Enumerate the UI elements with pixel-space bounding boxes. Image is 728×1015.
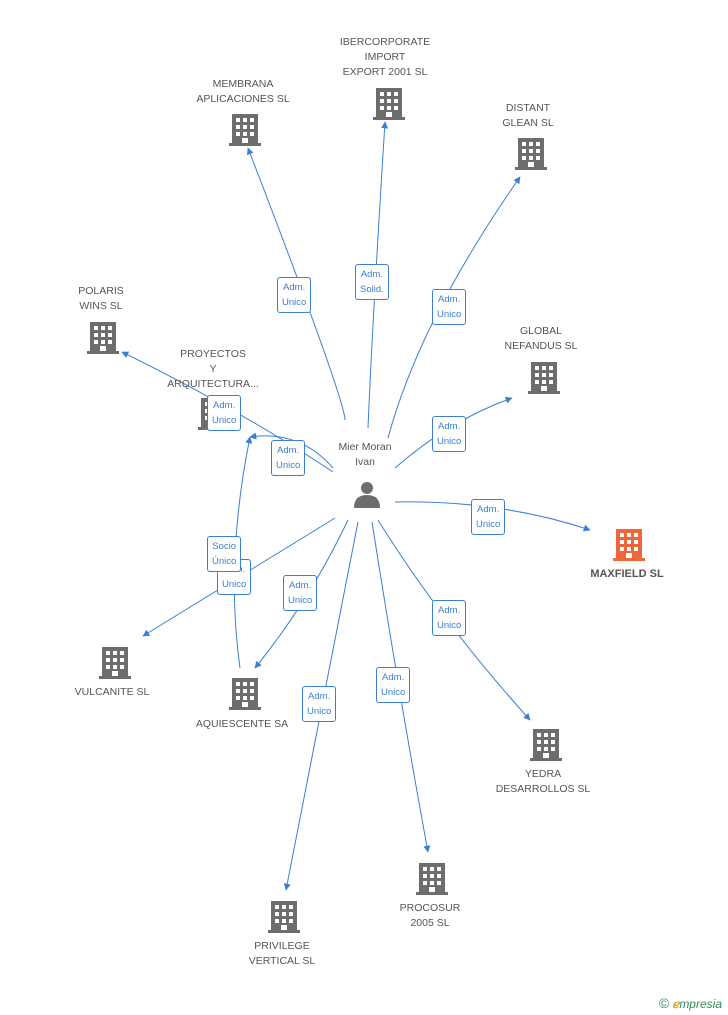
company-label-line: APLICACIONES SL bbox=[196, 93, 290, 105]
relation-badge-line: Socio bbox=[212, 541, 237, 552]
company-label-yedra[interactable]: YEDRA DESARROLLOS SL bbox=[483, 767, 603, 797]
relation-badge-line: Adm. bbox=[438, 421, 461, 432]
relation-badge-line: Adm. bbox=[277, 445, 300, 456]
company-label-line: PROYECTOS bbox=[180, 348, 246, 360]
building-icon-membrana[interactable] bbox=[229, 114, 261, 146]
company-label-line: POLARIS bbox=[78, 285, 124, 297]
building-icon-ibercorporate[interactable] bbox=[373, 88, 405, 120]
company-label-proyectos[interactable]: PROYECTOS Y ARQUITECTURA... bbox=[153, 347, 273, 392]
building-icon-global[interactable] bbox=[528, 362, 560, 394]
building-icon-privilege[interactable] bbox=[268, 901, 300, 933]
company-label-line: VULCANITE SL bbox=[74, 686, 150, 698]
company-label-procosur[interactable]: PROCOSUR 2005 SL bbox=[370, 901, 490, 931]
company-label-line: NEFANDUS SL bbox=[504, 340, 578, 352]
company-label-polaris[interactable]: POLARIS WINS SL bbox=[41, 284, 161, 314]
relation-badge-line: Único bbox=[212, 556, 237, 567]
relation-badge-aquiescente[interactable]: Adm. Unico bbox=[283, 575, 318, 611]
company-label-privilege[interactable]: PRIVILEGE VERTICAL SL bbox=[222, 939, 342, 969]
relation-badge-line: Unico bbox=[476, 519, 501, 530]
relation-badge-line: Adm. bbox=[213, 400, 236, 411]
relation-badge-line: Adm. bbox=[477, 504, 500, 515]
relation-badge-procosur[interactable]: Adm. Unico bbox=[376, 667, 411, 703]
relation-badge-line: Unico bbox=[212, 415, 237, 426]
relation-badge-yedra[interactable]: Adm. Unico bbox=[432, 600, 467, 636]
building-icon-aquiescente[interactable] bbox=[229, 678, 261, 710]
company-label-line: DESARROLLOS SL bbox=[495, 783, 591, 795]
company-label-line: PRIVILEGE bbox=[254, 940, 310, 952]
relation-badge-line: Unico bbox=[381, 687, 406, 698]
relation-badge-line: Unico bbox=[437, 309, 462, 320]
relation-badge-line: Unico bbox=[282, 297, 307, 308]
company-label-ibercorporate[interactable]: IBERCORPORATE IMPORT EXPORT 2001 SL bbox=[325, 35, 445, 80]
building-icon-yedra[interactable] bbox=[530, 729, 562, 761]
building-icon-distant[interactable] bbox=[515, 138, 547, 170]
relation-badge-ibercorporate[interactable]: Adm. Solid. bbox=[355, 264, 389, 300]
relation-badge-membrana[interactable]: Adm. Unico bbox=[277, 277, 312, 313]
relation-badge-line: Adm. bbox=[308, 691, 331, 702]
company-label-line: Y bbox=[209, 363, 217, 375]
center-person-label: Mier Moran Ivan bbox=[338, 441, 392, 468]
company-label-vulcanite[interactable]: VULCANITE SL bbox=[52, 685, 172, 700]
relation-badge-line: Adm. bbox=[289, 580, 312, 591]
relation-badge-global[interactable]: Adm. Unico bbox=[432, 416, 467, 452]
relation-badge-line: Solid. bbox=[360, 284, 384, 295]
relation-badge-line: Adm. bbox=[438, 605, 461, 616]
company-label-distant[interactable]: DISTANT GLEAN SL bbox=[468, 101, 588, 131]
edge-membrana bbox=[246, 147, 346, 421]
company-label-aquiescente[interactable]: AQUIESCENTE SA bbox=[182, 717, 302, 732]
relation-badge-line: Adm. bbox=[438, 294, 461, 305]
company-label-line: VERTICAL SL bbox=[248, 955, 316, 967]
company-label-line: GLOBAL bbox=[519, 325, 563, 337]
relation-badge-line: Adm. bbox=[360, 269, 383, 280]
relation-badge-line: Unico bbox=[437, 436, 462, 447]
company-label-line: EXPORT 2001 SL bbox=[342, 66, 428, 78]
relation-badge-line: Unico bbox=[437, 620, 462, 631]
person-icon[interactable] bbox=[354, 482, 380, 508]
relation-badge-line: Unico bbox=[222, 579, 247, 590]
company-label-membrana[interactable]: MEMBRANA APLICACIONES SL bbox=[183, 77, 303, 107]
company-label-line: MAXFIELD SL bbox=[590, 568, 664, 580]
relation-badge-line: Unico bbox=[276, 460, 301, 471]
company-label-global[interactable]: GLOBAL NEFANDUS SL bbox=[481, 324, 601, 354]
relation-badge-proyectos[interactable]: Adm. Unico bbox=[271, 440, 306, 476]
edge-ibercorporate bbox=[367, 121, 389, 429]
company-label-line: DISTANT bbox=[505, 102, 551, 114]
company-label-line: ARQUITECTURA... bbox=[167, 378, 259, 390]
relation-badge-polaris[interactable]: Adm. Unico bbox=[207, 395, 242, 431]
company-label-line: MEMBRANA bbox=[212, 78, 274, 90]
building-icon-maxfield[interactable] bbox=[613, 529, 645, 561]
relation-badge-line: Unico bbox=[307, 706, 332, 717]
company-label-maxfield[interactable]: MAXFIELD SL bbox=[567, 567, 687, 582]
company-label-line: WINS SL bbox=[79, 300, 123, 312]
company-label-line: IBERCORPORATE bbox=[339, 36, 431, 48]
company-label-line: 2005 SL bbox=[410, 917, 450, 929]
relation-badge-line: Adm. bbox=[283, 282, 306, 293]
company-label-line: IMPORT bbox=[364, 51, 406, 63]
building-icon-vulcanite[interactable] bbox=[99, 647, 131, 679]
relation-badge-line: Adm. bbox=[382, 672, 405, 683]
company-label-line: AQUIESCENTE SA bbox=[195, 718, 289, 730]
company-label-line: GLEAN SL bbox=[502, 117, 554, 129]
relation-badge-distant[interactable]: Adm. Unico bbox=[432, 289, 467, 325]
relation-badge-privilege[interactable]: Adm. Unico bbox=[302, 686, 337, 722]
company-label-line: PROCOSUR bbox=[399, 902, 461, 914]
company-label-line: YEDRA bbox=[524, 768, 562, 780]
building-icon-polaris[interactable] bbox=[87, 322, 119, 354]
building-icon-procosur[interactable] bbox=[416, 863, 448, 895]
empresia-logo: ©ℯmpresia bbox=[658, 995, 722, 1011]
relation-badge-line: Unico bbox=[288, 595, 313, 606]
nodes-layer bbox=[87, 88, 645, 933]
relation-badge-maxfield[interactable]: Adm. Unico bbox=[471, 499, 506, 535]
